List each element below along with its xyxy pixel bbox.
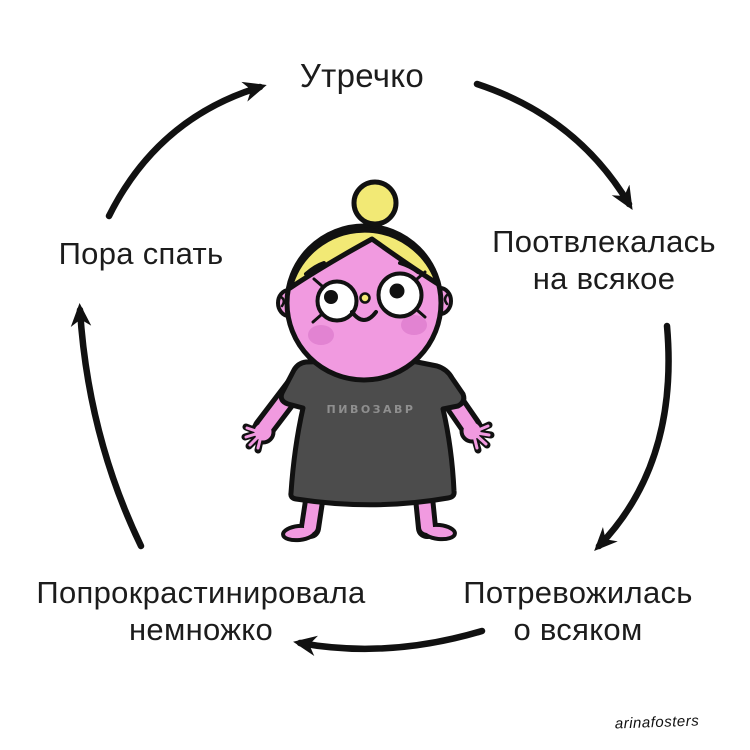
cycle-step-worried: Потревожилась о всяком (463, 575, 692, 648)
cycle-step-text: о всяком (513, 611, 643, 647)
ear-detail (279, 295, 285, 308)
pupil-left (324, 290, 338, 304)
hair-stroke (398, 261, 420, 274)
cycle-step-text: Поотвлекалась (492, 224, 716, 259)
pupil-right (389, 283, 405, 299)
cycle-step-text: Пора спать (58, 236, 224, 271)
shirt-label: ПИВОЗАВР (327, 403, 416, 416)
nose (359, 292, 371, 304)
ear-detail (443, 293, 449, 306)
cycle-step-morning: Утречко (300, 57, 424, 96)
character-hair (287, 227, 441, 291)
cycle-step-text: Утречко (299, 57, 425, 94)
cycle-step-text: немножко (129, 611, 273, 647)
arrow-morning-to-distracted (473, 80, 633, 211)
blush-left (308, 325, 334, 345)
eye-left (315, 279, 359, 323)
cycle-step-text: Потревожилась (463, 575, 693, 610)
cycle-step-procrastinated: Попрокрастинировала немножко (36, 575, 365, 648)
character-shirt (278, 357, 467, 508)
eyelashes (311, 270, 427, 324)
blush-right (401, 315, 427, 335)
arrow-procrastinated-to-sleep (70, 302, 145, 550)
mouth-smile (350, 310, 378, 322)
arrow-distracted-to-worried (594, 322, 672, 552)
cycle-step-text: Попрокрастинировала (36, 575, 366, 610)
cycle-step-distracted: Поотвлекалась на всякое (492, 224, 716, 297)
character-hair-bun (351, 179, 399, 227)
artist-signature: arinafosters (614, 712, 700, 733)
cycle-step-text: на всякое (532, 260, 676, 296)
arrow-sleep-to-morning (105, 81, 267, 220)
cycle-step-sleep: Пора спать (59, 236, 224, 273)
hair-stroke (304, 261, 326, 276)
arrow-worried-to-procrastinated (293, 627, 486, 657)
character-girl: ПИВОЗАВР (241, 179, 495, 543)
character-face (308, 270, 427, 345)
